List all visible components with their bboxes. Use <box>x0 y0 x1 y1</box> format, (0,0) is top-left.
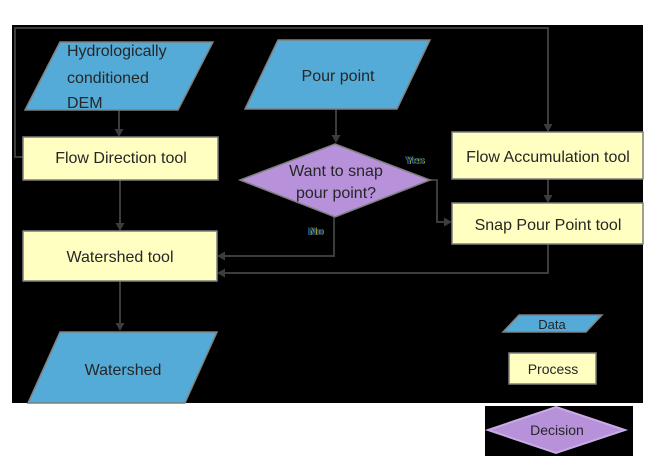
flow-accumulation-label: Flow Accumulation tool <box>466 149 630 166</box>
yes-label-fringe-yellow: Yes <box>407 155 426 167</box>
legend <box>484 314 629 455</box>
dem-label-line2: conditioned <box>67 70 149 87</box>
arrowhead-left-icon <box>217 268 225 278</box>
node-flow-direction-rect <box>22 136 219 181</box>
flow-direction-label: Flow Direction tool <box>55 150 187 167</box>
edge-decision-no-to-watershed-tool <box>223 217 335 257</box>
dem-label-line1: Hydrologically <box>67 43 167 60</box>
pour-point-label: Pour point <box>302 68 375 85</box>
edge-decision-yes-to-snap <box>430 179 445 223</box>
yes-label: Yes <box>406 155 425 167</box>
legend-process-label: Process <box>528 361 579 377</box>
arrowhead-left-icon <box>217 251 225 261</box>
legend-decision-label: Decision <box>530 422 584 438</box>
yes-label-fringe-blue: Yes <box>405 155 424 167</box>
arrowhead-down-icon <box>114 129 124 137</box>
edge-snap-to-watershed-tool <box>223 244 549 274</box>
snap-pour-point-label: Snap Pour Point tool <box>475 217 622 234</box>
legend-decision-diamond <box>484 405 629 455</box>
arrowhead-down-icon <box>331 135 341 143</box>
node-dem-parallelogram <box>23 41 215 111</box>
arrowheads <box>114 124 553 331</box>
edge-labels: Yes Yes Yes No No No <box>308 155 426 238</box>
node-labels: Hydrologically conditioned DEM Pour poin… <box>55 43 630 438</box>
arrowhead-down-icon <box>543 124 553 132</box>
legend-data-parallelogram <box>501 314 604 333</box>
nodes <box>22 39 644 404</box>
arrowhead-down-icon <box>543 195 553 203</box>
node-decision-diamond <box>237 143 433 218</box>
legend-data-label: Data <box>538 317 566 332</box>
node-watershed-parallelogram <box>26 331 219 404</box>
arrowhead-down-icon <box>115 223 125 231</box>
node-watershed-tool-rect <box>22 230 218 282</box>
arrowhead-down-icon <box>115 323 125 331</box>
arrowhead-right-icon <box>444 217 452 227</box>
no-label-fringe-yellow: No <box>310 226 325 238</box>
connectors <box>14 27 549 325</box>
no-label: No <box>309 226 324 238</box>
decision-label-line1: Want to snap <box>289 163 383 180</box>
watershed-label: Watershed <box>85 362 162 379</box>
legend-process-rect <box>508 352 597 385</box>
dem-label-line3: DEM <box>67 95 103 112</box>
watershed-tool-label: Watershed tool <box>66 249 173 266</box>
node-snap-pour-point-rect <box>451 202 644 245</box>
no-label-fringe-blue: No <box>308 226 323 238</box>
node-flow-accumulation-rect <box>451 131 644 180</box>
edge-flow-direction-to-flow-accumulation <box>14 27 549 158</box>
decision-label-line2: pour point? <box>296 185 376 202</box>
node-pour-point-parallelogram <box>243 39 432 110</box>
